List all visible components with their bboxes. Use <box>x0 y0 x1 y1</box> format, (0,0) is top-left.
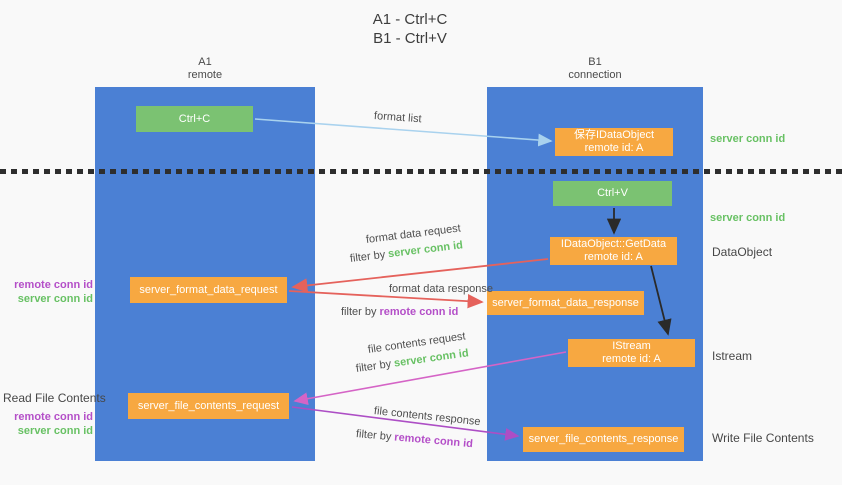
node-ctrl-c-label: Ctrl+C <box>178 112 211 125</box>
filter-by-text: filter by <box>341 306 377 318</box>
node-save-idataobject: 保存IDataObject remote id: A <box>555 128 673 156</box>
side-label-server-conn-id-1: server conn id <box>17 293 93 305</box>
filter-by-text: filter by <box>355 358 392 375</box>
node-istream: IStream remote id: A <box>568 339 695 367</box>
title-line-1: A1 - Ctrl+C <box>372 11 448 28</box>
lane-b-name: B1 <box>588 56 602 68</box>
node-idataobject-getdata: IDataObject::GetData remote id: A <box>550 237 677 265</box>
node-idataobject-getdata-line2: remote id: A <box>584 251 643 263</box>
side-label-istream: Istream <box>712 349 753 363</box>
lane-b-subtitle: connection <box>568 69 622 81</box>
edge-label-format-list: format list <box>373 110 422 126</box>
edge-label-format-data-response: format data response <box>389 283 493 295</box>
node-ctrl-c: Ctrl+C <box>136 106 253 132</box>
filter-by-text: filter by <box>355 428 392 444</box>
lane-a-subtitle: remote <box>187 69 223 81</box>
lane-a-name: A1 <box>198 56 212 68</box>
node-ctrl-v-label: Ctrl+V <box>597 187 628 199</box>
side-label-read-file-contents: Read File Contents <box>3 391 106 405</box>
remote-conn-id-text: remote conn id <box>393 431 474 451</box>
node-server-format-data-request: server_format_data_request <box>130 277 287 303</box>
node-server-file-contents-response: server_file_contents_response <box>523 427 684 452</box>
node-ctrl-v: Ctrl+V <box>553 181 672 206</box>
lane-b-header: B1 connection <box>487 56 703 82</box>
node-istream-line1: IStream <box>612 340 651 352</box>
side-label-remote-conn-id-2: remote conn id <box>14 411 93 423</box>
edge-label-file-contents-response: file contents response <box>373 405 482 429</box>
node-server-file-contents-request: server_file_contents_request <box>128 393 289 419</box>
node-istream-line2: remote id: A <box>602 353 661 365</box>
server-conn-id-text: server conn id <box>387 239 464 261</box>
lane-a-header: A1 remote <box>95 56 315 82</box>
filter-by-text: filter by <box>349 248 386 265</box>
node-server-format-data-response: server_format_data_response <box>487 291 644 315</box>
side-label-dataobject: DataObject <box>712 245 773 259</box>
node-server-format-data-request-label: server_format_data_request <box>139 283 278 296</box>
node-save-idataobject-line1: 保存IDataObject <box>573 129 655 141</box>
side-label-server-conn-id-mid: server conn id <box>710 212 786 224</box>
diagram-title: A1 - Ctrl+C B1 - Ctrl+V <box>300 10 520 48</box>
title-line-2: B1 - Ctrl+V <box>373 30 447 47</box>
phase-divider-dotted-line <box>0 169 842 174</box>
side-label-write-file-contents: Write File Contents <box>712 431 814 445</box>
node-save-idataobject-line2: remote id: A <box>584 142 644 154</box>
side-label-remote-conn-id-1: remote conn id <box>14 279 93 291</box>
node-server-file-contents-response-label: server_file_contents_response <box>528 433 679 445</box>
side-label-server-conn-id-2: server conn id <box>17 425 93 437</box>
node-server-file-contents-request-label: server_file_contents_request <box>137 399 280 412</box>
node-server-format-data-response-label: server_format_data_response <box>492 296 639 309</box>
node-idataobject-getdata-line1: IDataObject::GetData <box>560 238 667 250</box>
remote-conn-id-text: remote conn id <box>379 306 459 318</box>
side-label-server-conn-id-top: server conn id <box>710 133 786 145</box>
